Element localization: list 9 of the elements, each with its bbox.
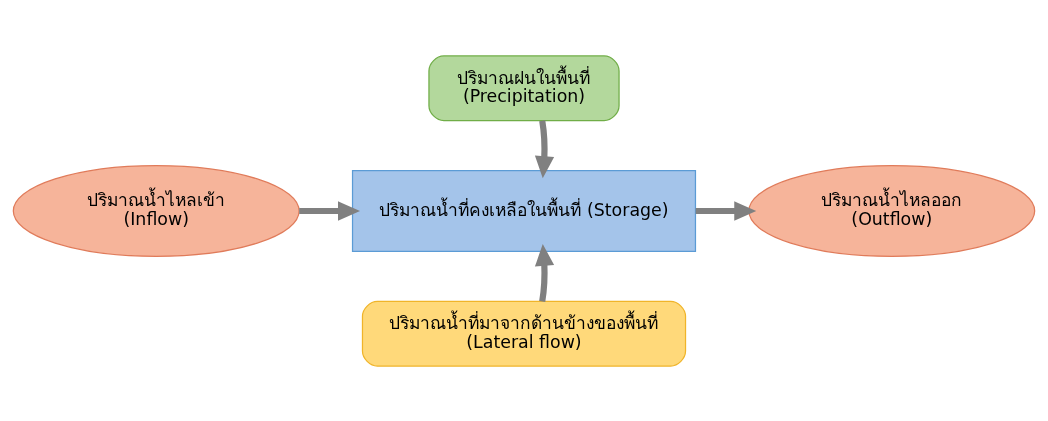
node-box: ปริมาณน้ำที่มาจากด้านข้างของพื้นที่ (Lateral flow)	[361, 300, 687, 367]
arrow	[695, 200, 757, 221]
node-box: ปริมาณน้ำที่คงเหลือในพื้นที่ (Storage)	[351, 169, 697, 252]
arrow	[534, 243, 555, 302]
arrow	[299, 200, 361, 221]
node-box: ปริมาณฝนในพื้นที่ (Precipitation)	[428, 54, 620, 121]
arrow	[534, 119, 555, 178]
node-ellipse: ปริมาณน้ำไหลออก (Outflow)	[748, 164, 1036, 257]
node-ellipse: ปริมาณน้ำไหลเข้า (Inflow)	[12, 164, 300, 257]
